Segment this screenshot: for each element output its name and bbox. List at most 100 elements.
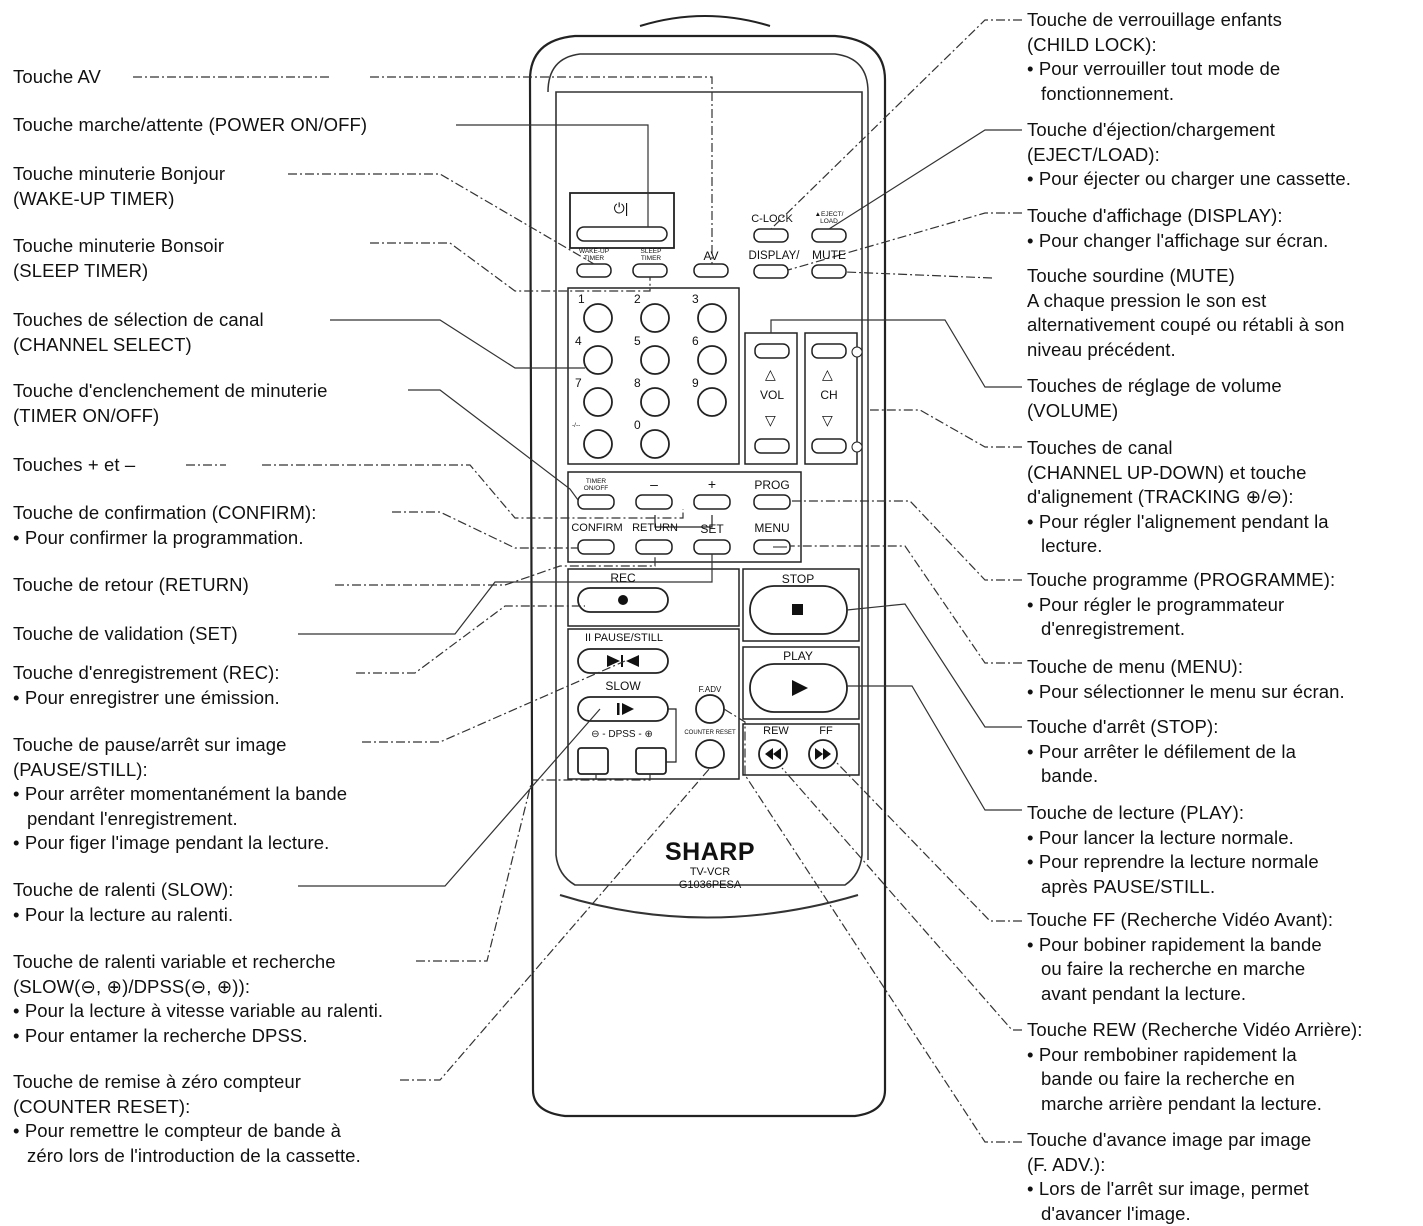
callout-line: • Pour rembobiner rapidement la — [1027, 1043, 1297, 1065]
mute-button — [811, 264, 847, 279]
digit-9-button — [697, 387, 727, 417]
callout-line: • Pour entamer la recherche DPSS. — [13, 1024, 308, 1046]
digit-5-label: 5 — [634, 334, 641, 348]
digit-6-label: 6 — [692, 334, 699, 348]
callout-line: Touche d'arrêt (STOP): — [1027, 716, 1219, 737]
callout-line: • Pour remettre le compteur de bande à — [13, 1120, 342, 1141]
minus-button — [635, 494, 673, 510]
digit-7-label: 7 — [575, 376, 582, 390]
digit-7-button — [583, 387, 613, 417]
av-label: AV — [703, 249, 719, 263]
eject-button — [811, 228, 847, 243]
callout-childlock: Touche de verrouillage enfants(CHILD LOC… — [1027, 8, 1282, 106]
digit-2-label: 2 — [634, 292, 641, 306]
callout-line: Touche minuterie Bonsoir — [13, 235, 225, 256]
callout-line: niveau précédent. — [1027, 338, 1176, 360]
callout-line: Touche d'éjection/chargement — [1027, 119, 1276, 140]
callout-line: • Pour sélectionner le menu sur écran. — [1027, 680, 1345, 702]
callout-display: Touche d'affichage (DISPLAY):• Pour chan… — [1027, 204, 1328, 253]
stop-label: STOP — [781, 572, 815, 586]
callout-counter: Touche de remise à zéro compteur(COUNTER… — [13, 1070, 361, 1168]
sleep-label: SLEEP TIMER — [640, 248, 662, 262]
callout-rew: Touche REW (Recherche Vidéo Arrière):• P… — [1027, 1018, 1362, 1116]
callout-line: Touche sourdine (MUTE) — [1027, 265, 1235, 286]
ch-down-icon: ▽ — [822, 412, 833, 428]
callout-line: • Pour confirmer la programmation. — [13, 526, 304, 548]
set-button — [693, 539, 731, 555]
callout-line: Touche de verrouillage enfants — [1027, 9, 1282, 30]
plus-button — [693, 494, 731, 510]
callout-line: bande. — [1041, 765, 1099, 786]
callout-line: • Pour arrêter momentanément la bande — [13, 783, 348, 804]
callout-power: Touche marche/attente (POWER ON/OFF) — [13, 113, 367, 138]
callout-line: • Pour la lecture au ralenti. — [13, 903, 234, 925]
callout-line: Touche d'enregistrement (REC): — [13, 662, 280, 683]
wakeup-button — [576, 263, 612, 278]
ch-down-button — [811, 438, 847, 454]
callout-line: fonctionnement. — [1041, 82, 1175, 104]
callout-line: • Pour bobiner rapidement la bande — [1027, 933, 1322, 955]
callout-slow: Touche de ralenti (SLOW): • Pour la lectu… — [13, 878, 233, 927]
model-line-2: G1036PESA — [678, 879, 742, 891]
callout-return: Touche de retour (RETURN) — [13, 573, 249, 598]
pause-label: II PAUSE/STILL — [584, 632, 664, 644]
digit-9-label: 9 — [692, 376, 699, 390]
remote-inner-edge — [547, 53, 869, 860]
callout-set: Touche de validation (SET) — [13, 622, 238, 647]
callout-line: pendant l'enregistrement. — [27, 807, 238, 829]
menu-button — [753, 539, 791, 555]
callout-line: • Pour verrouiller tout mode de — [1027, 58, 1281, 79]
av-button — [693, 263, 729, 278]
digit-3-button — [697, 303, 727, 333]
callout-line: • Pour éjecter ou charger une cassette. — [1027, 168, 1352, 189]
prog-button — [753, 494, 791, 510]
digit-4-button — [583, 345, 613, 375]
callout-volume: Touches de réglage de volume(VOLUME) — [1027, 374, 1282, 423]
digit-1-button — [583, 303, 613, 333]
callout-line: Touche de ralenti (SLOW): — [13, 879, 234, 900]
dpss-label: ⊖ - DPSS - ⊕ — [591, 729, 653, 740]
callout-line: Touche FF (Recherche Vidéo Avant): — [1027, 909, 1334, 930]
callout-chsel: Touches de sélection de canal(CHANNEL SE… — [13, 308, 264, 357]
vol-up-icon: △ — [765, 366, 776, 382]
callout-dpss: Touche de ralenti variable et recherche(… — [13, 950, 383, 1048]
callout-line: avant pendant la lecture. — [1041, 982, 1247, 1004]
callout-line: Touche de pause/arrêt sur image — [13, 734, 287, 755]
callout-line: marche arrière pendant la lecture. — [1041, 1092, 1323, 1114]
callout-line: Touches de sélection de canal — [13, 309, 264, 330]
timer-onoff-button — [577, 494, 615, 510]
callout-av: Touche AV — [13, 65, 101, 90]
ch-label: CH — [820, 388, 838, 402]
callout-mute: Touche sourdine (MUTE)A chaque pression … — [1027, 264, 1344, 362]
callout-line: Touche de lecture (PLAY): — [1027, 802, 1245, 823]
slow-label: SLOW — [605, 679, 641, 693]
clock-button — [753, 228, 789, 243]
prog-label: PROG — [754, 478, 790, 492]
callout-line: Touche minuterie Bonjour — [13, 163, 226, 184]
callout-line: (F. ADV.): — [1027, 1153, 1106, 1175]
digit-8-button — [640, 387, 670, 417]
callout-eject: Touche d'éjection/chargement(EJECT/LOAD)… — [1027, 118, 1351, 192]
callout-line: Touches de réglage de volume — [1027, 375, 1282, 396]
fadv-label: F.ADV — [698, 685, 722, 694]
callout-line: • Pour changer l'affichage sur écran. — [1027, 229, 1329, 251]
callout-menu: Touche de menu (MENU):• Pour sélectionne… — [1027, 655, 1345, 704]
callout-line: Touche AV — [13, 66, 101, 87]
rec-label: REC — [610, 571, 636, 585]
dpss-plus-button — [635, 747, 667, 775]
callout-stop: Touche d'arrêt (STOP):• Pour arrêter le … — [1027, 715, 1296, 789]
callout-line: lecture. — [1041, 535, 1103, 556]
callout-line: (CHANNEL UP-DOWN) et touche — [1027, 461, 1307, 483]
callout-rec: Touche d'enregistrement (REC):• Pour enr… — [13, 661, 280, 710]
callout-line: Touche de ralenti variable et recherche — [13, 951, 336, 972]
callout-line: • Pour lancer la lecture normale. — [1027, 826, 1294, 848]
callout-channel: Touches de canal(CHANNEL UP-DOWN) et tou… — [1027, 436, 1329, 559]
eject-label: ▲EJECT/ LOAD — [814, 211, 844, 225]
timer-onoff-label: TIMER ON/OFF — [583, 478, 609, 492]
callout-line: Touche marche/attente (POWER ON/OFF) — [13, 114, 368, 135]
set-link — [654, 515, 713, 528]
digit-8-label: 8 — [634, 376, 641, 390]
return-label: RETURN — [632, 522, 678, 534]
callout-wakeup: Touche minuterie Bonjour(WAKE-UP TIMER) — [13, 162, 225, 211]
